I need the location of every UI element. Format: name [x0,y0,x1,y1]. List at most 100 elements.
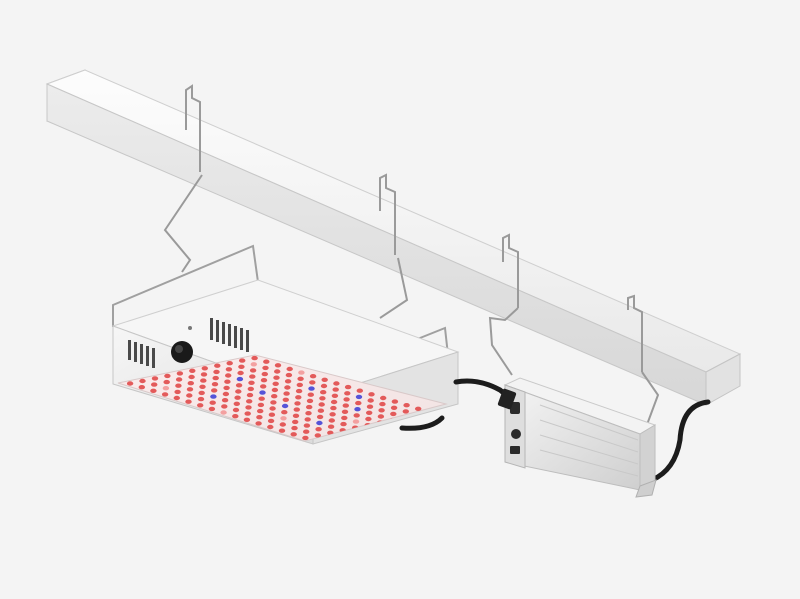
led-diode [213,369,220,375]
led-diode [309,380,316,385]
driver-port-icon [510,402,520,414]
led-diode [251,355,258,361]
led-diode [356,388,363,393]
led-diode [267,418,275,424]
mounting-rail [45,69,742,406]
led-diode [415,406,422,411]
led-diode [316,414,324,420]
led-diode [302,435,309,441]
led-diode [296,382,303,388]
led-diode [186,393,193,398]
led-diode [225,373,232,378]
led-diode [295,388,303,394]
led-diode [333,381,340,386]
led-diode [303,429,310,434]
led-diode [175,377,183,382]
led-diode [223,385,230,391]
led-diode [189,368,196,373]
led-diode [249,368,257,373]
led-diode [173,395,180,401]
led-diode [352,419,360,424]
led-diode [138,385,145,390]
led-diode [272,381,279,386]
led-diode [185,399,192,404]
led-diode [377,414,385,419]
led-diode [198,390,205,396]
led-diode [344,391,351,396]
led-diode [284,379,292,384]
led-diode [267,424,274,430]
driver-switch-icon [510,446,520,454]
led-diode [355,394,363,400]
led-diode [367,398,374,403]
led-diode [262,365,269,371]
led-diode [243,417,251,422]
led-diode [274,363,282,368]
led-diode [263,359,270,364]
led-diode [366,404,374,409]
led-diode [281,410,288,415]
led-diode [332,387,339,392]
led-diode [271,394,278,399]
vent-slots-right [210,318,249,352]
led-diode [211,388,218,393]
led-diode [327,424,335,429]
led-diode [175,383,182,388]
led-diode [290,432,297,437]
led-diode [220,410,227,415]
led-diode [209,400,216,405]
led-diode [403,403,410,408]
led-diode [258,396,265,401]
led-diode [245,405,252,410]
led-diode [274,369,281,374]
led-diode [176,371,184,376]
led-diode [233,401,240,406]
led-diode [344,384,352,390]
led-diode [151,382,158,387]
led-diode [319,396,326,401]
led-diode [268,412,276,417]
led-diode [269,406,276,411]
led-diode [261,371,268,377]
led-diode [162,386,170,391]
led-diode [380,395,387,401]
led-diode [232,407,240,413]
led-diode [306,398,314,404]
led-diode [294,401,301,406]
led-diode [315,427,322,432]
led-diode [291,425,298,431]
led-diode [281,403,289,409]
led-diode [306,404,313,410]
led-diode [340,421,347,427]
led-diode [298,370,305,375]
led-diode [390,411,397,417]
led-diode [330,405,337,411]
led-diode [284,385,291,390]
led-diode [260,384,267,389]
led-diode [214,363,221,368]
led-diode [201,366,208,371]
rail-hooks [163,84,660,431]
led-diode [366,410,373,415]
led-diode [271,387,279,393]
led-diode [246,392,254,398]
led-diode [355,400,362,406]
led-diode [379,401,386,407]
cable-connector-icon [497,388,517,410]
led-diode [343,397,350,402]
led-diode [199,384,206,389]
led-diode [270,400,277,405]
led-diode [365,416,372,422]
led-diode [285,372,293,378]
led-diode [321,377,328,382]
led-diode [248,380,255,385]
led-diode [226,361,233,366]
led-diode [402,409,409,414]
led-diode [331,393,339,398]
led-diode [235,383,243,388]
led-diode [328,418,335,423]
screw-icon [188,326,192,330]
led-diode [211,382,219,387]
led-diode [221,404,228,409]
